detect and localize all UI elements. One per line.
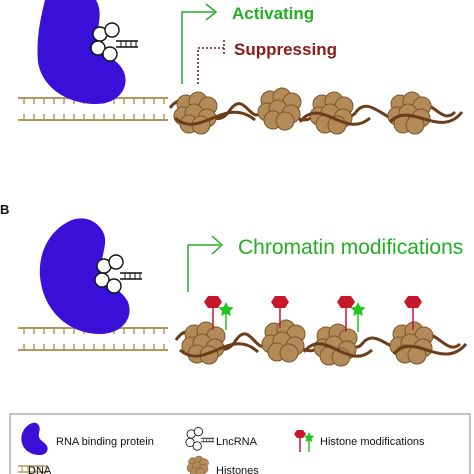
histone-modification-markers xyxy=(204,296,422,332)
legend-histones-label: Histones xyxy=(216,465,259,474)
nucleosome xyxy=(173,91,218,135)
rna-binding-protein-b xyxy=(39,218,130,334)
legend-histones-icon xyxy=(186,455,209,474)
lncrna-b xyxy=(94,254,143,294)
legend-rbp-icon xyxy=(21,422,48,455)
nucleosome xyxy=(389,321,434,365)
panel-b-letter: B xyxy=(0,202,9,217)
panel-b: Chromatin modifications xyxy=(17,218,468,367)
nucleosome xyxy=(261,319,306,363)
legend: RNA binding protein LncRNA Histone modif… xyxy=(9,413,471,474)
nucleosome xyxy=(181,321,226,365)
legend-histone-mods-icon xyxy=(294,430,315,452)
legend-lncrna-label: LncRNA xyxy=(216,436,258,448)
legend-dna-icon xyxy=(18,465,48,473)
suppressing-arrow xyxy=(197,40,225,84)
chromatin-modifications-arrow xyxy=(187,235,224,292)
nucleosome xyxy=(387,91,432,135)
legend-histone-mods-label: Histone modifications xyxy=(320,436,425,448)
panel-a: Activating Suppressing xyxy=(17,0,464,135)
chromatin-fiber-b xyxy=(174,319,468,367)
nucleosome xyxy=(257,87,302,131)
legend-dna-label: DNA xyxy=(28,465,52,474)
activating-label: Activating xyxy=(232,4,314,23)
suppressing-label: Suppressing xyxy=(234,40,337,59)
chromatin-modifications-label: Chromatin modifications xyxy=(238,236,463,259)
activating-arrow xyxy=(181,3,218,84)
lncrna-a xyxy=(90,22,139,62)
legend-rbp-label: RNA binding protein xyxy=(56,436,154,448)
chromatin-fiber-a xyxy=(168,87,464,135)
rna-binding-protein-a xyxy=(37,0,126,104)
